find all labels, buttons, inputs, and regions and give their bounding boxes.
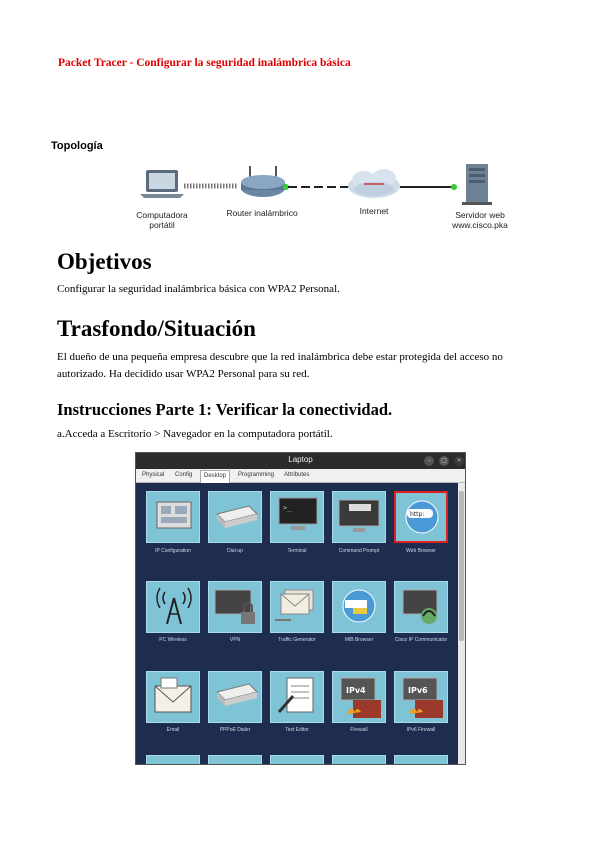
- objectives-heading: Objetivos: [57, 249, 152, 274]
- router-caption: Router inalámbrico: [226, 208, 298, 218]
- scrollbar-thumb[interactable]: [459, 491, 464, 641]
- web-browser-icon: http:: [405, 500, 439, 534]
- wireless-router-icon: [241, 166, 285, 197]
- traffic-generator-tile[interactable]: [270, 581, 324, 633]
- partial-tile[interactable]: [208, 755, 262, 764]
- email-tile[interactable]: [146, 671, 200, 723]
- document-title: Packet Tracer - Configurar la seguridad …: [58, 57, 351, 69]
- tab-physical[interactable]: Physical: [142, 472, 165, 478]
- tile-label-command-prompt: Command Prompt: [338, 548, 380, 554]
- instructions-heading: Instrucciones Parte 1: Verificar la cone…: [57, 400, 393, 419]
- partial-tile[interactable]: [394, 755, 448, 764]
- tile-label-pc-wireless: PC Wireless: [159, 637, 187, 643]
- tile-label-ipv6-firewall: IPv6 Firewall: [406, 727, 436, 733]
- pc-wireless-tile[interactable]: [146, 581, 200, 633]
- terminal-icon: >_: [278, 497, 318, 530]
- window-title: Laptop: [288, 455, 313, 464]
- tab-bar: Physical Config Desktop Programming Attr…: [136, 469, 465, 483]
- topology-label: Topología: [51, 140, 103, 152]
- tab-desktop[interactable]: Desktop: [200, 470, 231, 483]
- wireless-antenna-icon: [156, 587, 192, 625]
- tile-label-text-editor: Text Editor: [285, 727, 309, 733]
- email-icon: [154, 677, 192, 713]
- tile-label-firewall: Firewall: [350, 727, 368, 733]
- laptop-icon: [140, 170, 184, 198]
- internet-caption: Internet: [359, 206, 389, 216]
- svg-text:http:: http:: [410, 511, 424, 518]
- ipv6-badge: IPv6: [408, 686, 428, 695]
- topology-diagram: Computadora portátil Router inalámbrico …: [128, 158, 520, 234]
- firewall-ipv6-icon: IPv6: [402, 677, 443, 718]
- tab-config[interactable]: Config: [175, 472, 193, 478]
- maximize-icon[interactable]: □: [439, 456, 449, 466]
- ipv4-badge: IPv4: [346, 686, 366, 695]
- tab-attributes[interactable]: Attributes: [284, 472, 310, 478]
- ipv6-firewall-tile[interactable]: IPv6: [394, 671, 448, 723]
- close-icon[interactable]: ×: [454, 456, 464, 466]
- tile-label-ip-configuration: IP Configuration: [155, 548, 191, 554]
- web-browser-tile[interactable]: http:: [394, 491, 448, 543]
- dialup-modem-icon: [216, 505, 258, 528]
- tile-label-traffic-generator: Traffic Generator: [278, 637, 316, 643]
- vertical-scrollbar[interactable]: [458, 483, 465, 764]
- laptop-caption: Computadora portátil: [136, 210, 188, 230]
- minimize-icon[interactable]: –: [424, 456, 434, 466]
- ip-configuration-tile[interactable]: [146, 491, 200, 543]
- pppoe-dialer-tile[interactable]: [208, 671, 262, 723]
- vpn-tile[interactable]: [208, 581, 262, 633]
- text-editor-tile[interactable]: [270, 671, 324, 723]
- server-caption: Servidor web www.cisco.pka: [452, 210, 508, 230]
- tile-label-email: Email: [166, 727, 180, 733]
- tab-programming[interactable]: Programming: [238, 472, 275, 478]
- tile-label-dialup: Dial-up: [227, 548, 243, 554]
- pppoe-dialer-icon: [216, 683, 258, 706]
- traffic-generator-icon: [275, 589, 314, 621]
- ip-communicator-icon: [402, 589, 438, 624]
- terminal-tile[interactable]: >_: [270, 491, 324, 543]
- mib-browser-tile[interactable]: [332, 581, 386, 633]
- command-prompt-tile[interactable]: [332, 491, 386, 543]
- firewall-ipv4-icon: IPv4: [340, 677, 381, 718]
- partial-tile[interactable]: [332, 755, 386, 764]
- tile-label-cisco-ip-communicator: Cisco IP Communicator: [394, 637, 448, 643]
- mib-browser-icon: [342, 589, 376, 623]
- firewall-tile[interactable]: IPv4: [332, 671, 386, 723]
- tile-label-mib-browser: MIB Browser: [344, 637, 374, 643]
- command-prompt-icon: [338, 499, 380, 532]
- vpn-lock-icon: [214, 589, 255, 624]
- laptop-window: Laptop – □ × Physical Config Desktop Pro…: [135, 452, 466, 765]
- internet-cloud-icon: [348, 169, 400, 198]
- step-a-text: a.Acceda a Escritorio > Navegador en la …: [57, 428, 333, 440]
- tile-label-vpn: VPN: [229, 637, 241, 643]
- web-server-icon: [462, 164, 492, 205]
- text-editor-icon: [277, 677, 314, 713]
- tile-label-terminal: Terminal: [287, 548, 307, 554]
- window-titlebar: Laptop – □ ×: [136, 453, 465, 469]
- partial-tile[interactable]: [270, 755, 324, 764]
- ip-config-icon: [156, 501, 192, 529]
- svg-text:>_: >_: [283, 504, 292, 512]
- tile-label-web-browser: Web Browser: [406, 548, 436, 554]
- cisco-ip-communicator-tile[interactable]: [394, 581, 448, 633]
- partial-tile[interactable]: [146, 755, 200, 764]
- background-text: El dueño de una pequeña empresa descubre…: [57, 351, 503, 380]
- background-heading: Trasfondo/Situación: [57, 316, 256, 341]
- tile-label-pppoe-dialer: PPPoE Dialer: [219, 727, 251, 733]
- dialup-tile[interactable]: [208, 491, 262, 543]
- objectives-text: Configurar la seguridad inalámbrica bási…: [57, 283, 340, 295]
